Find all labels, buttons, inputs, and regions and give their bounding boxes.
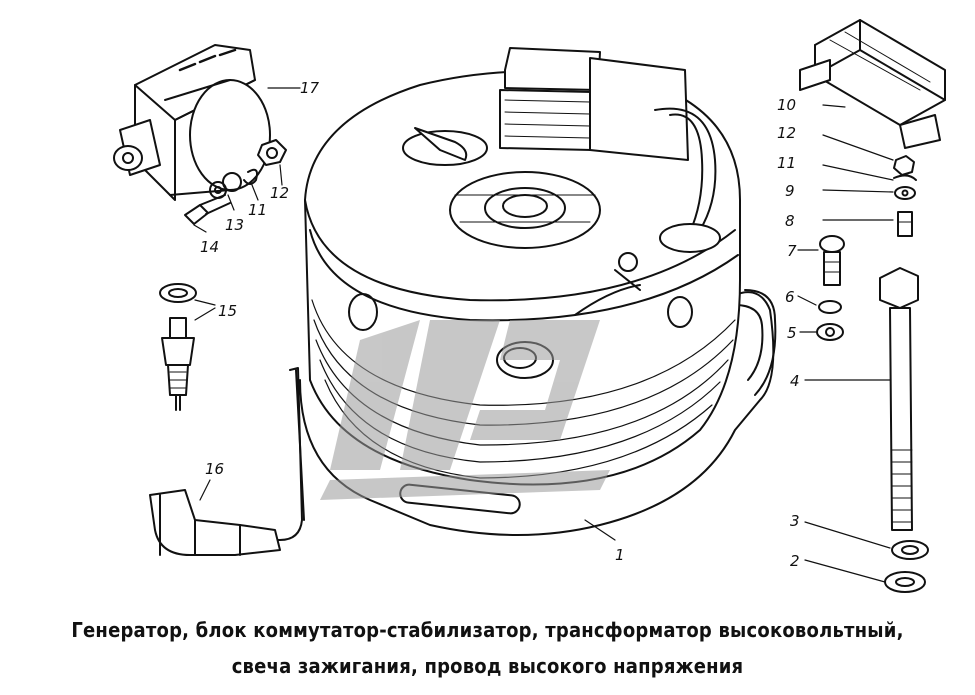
label-13: 13 <box>225 216 244 234</box>
label-12-left: 12 <box>270 184 289 202</box>
screw-and-washers <box>797 235 845 341</box>
label-3: 3 <box>790 512 800 530</box>
fastener-stack <box>822 134 917 237</box>
label-14: 14 <box>200 238 219 256</box>
spark-plug <box>159 283 216 411</box>
label-9: 9 <box>785 182 795 200</box>
high-voltage-wire <box>149 367 305 556</box>
caption-line-2: свеча зажигания, провод высокого напряже… <box>231 654 744 678</box>
ignition-coil <box>113 44 301 201</box>
label-4: 4 <box>790 372 800 390</box>
watermark-logo-icon <box>320 320 610 500</box>
commutator-block <box>799 19 946 149</box>
label-2: 2 <box>790 552 800 570</box>
label-16: 16 <box>205 460 224 478</box>
label-6: 6 <box>785 288 795 306</box>
label-10: 10 <box>777 96 796 114</box>
label-17: 17 <box>300 79 320 97</box>
long-bolt <box>804 267 919 531</box>
label-11-right: 11 <box>777 154 796 172</box>
caption-line-1: Генератор, блок коммутатор-стабилизатор,… <box>71 618 904 642</box>
label-8: 8 <box>785 212 795 230</box>
bolt-washers <box>804 521 929 593</box>
label-1: 1 <box>615 546 625 564</box>
label-12-right: 12 <box>777 124 796 142</box>
label-15: 15 <box>218 302 237 320</box>
label-5: 5 <box>787 324 797 342</box>
coil-fasteners <box>184 139 287 233</box>
label-11-left: 11 <box>248 201 267 219</box>
label-7: 7 <box>787 242 797 260</box>
